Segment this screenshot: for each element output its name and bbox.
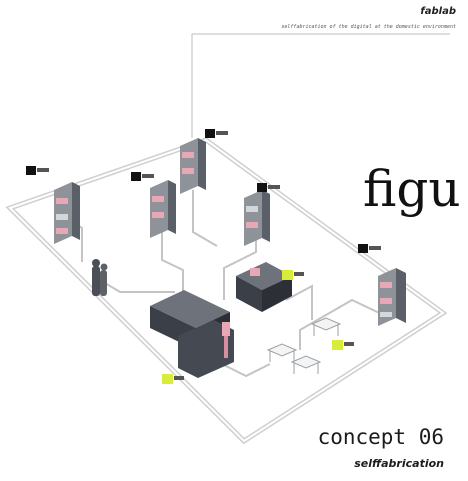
- header-title: fablab: [420, 6, 456, 17]
- header-subtitle: selffabrication of the digital at the do…: [281, 24, 456, 30]
- concept-label: concept 06: [317, 425, 444, 449]
- shelf-unit-far-right: [378, 268, 406, 326]
- callout-tag-5: [358, 244, 381, 253]
- small-table-2: [290, 355, 322, 374]
- lime-marker-1: [282, 270, 304, 280]
- callout-tag-1: [26, 166, 49, 175]
- header-leader-line: [191, 33, 450, 138]
- shelf-unit-left: [54, 182, 80, 244]
- shelf-unit-center: [150, 180, 176, 238]
- floor-outline: [5, 137, 448, 445]
- shelf-unit-right: [244, 190, 270, 246]
- concept-subtitle: selffabrication: [354, 457, 444, 470]
- lime-marker-3: [162, 374, 184, 384]
- workstation-right: [236, 262, 292, 312]
- callout-tag-4: [257, 183, 280, 192]
- overlay-figure-text: figu: [363, 160, 461, 218]
- lime-marker-2: [332, 340, 354, 350]
- people-figures: [92, 259, 108, 296]
- callout-tag-2: [131, 172, 154, 181]
- small-table-1: [266, 343, 298, 362]
- workstation-center: [150, 290, 234, 378]
- shelf-unit-back: [180, 138, 206, 194]
- callout-tag-3: [205, 129, 228, 138]
- small-table-3: [310, 317, 342, 336]
